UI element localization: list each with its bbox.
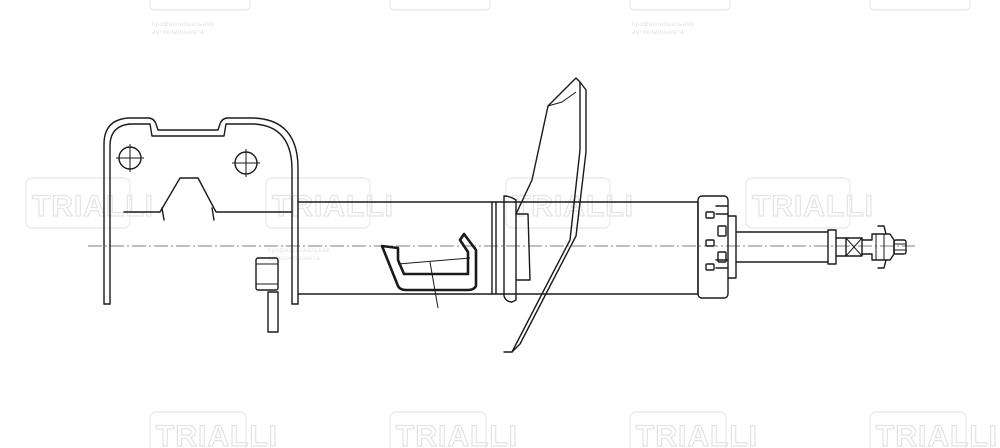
svg-text:TRIALLI: TRIALLI — [156, 420, 278, 448]
svg-text:TRIALLI: TRIALLI — [636, 420, 758, 448]
watermark-mid-4: TRIALLI — [745, 177, 874, 229]
brake-hose-bracket — [380, 232, 478, 309]
watermark-top-3: профессиональная автокомпонента — [629, 0, 731, 36]
svg-text:TRIALLI: TRIALLI — [876, 420, 998, 448]
watermark-top-2 — [389, 0, 491, 11]
svg-text:профессиональная: профессиональная — [152, 22, 214, 28]
bracket-clip — [255, 257, 279, 333]
svg-text:TRIALLI: TRIALLI — [396, 420, 518, 448]
svg-text:автокомпонента: автокомпонента — [632, 30, 684, 36]
watermark-layer: профессиональная автокомпонента професси… — [25, 0, 998, 448]
watermark-bottom-3: TRIALLI — [629, 411, 758, 448]
piston-rod — [735, 229, 847, 265]
spring-seat — [503, 77, 587, 353]
svg-text:TRIALLI: TRIALLI — [32, 190, 154, 223]
watermark-mid-3: TRIALLI — [505, 177, 634, 229]
bolt-hole-left — [116, 144, 144, 172]
watermark-top-1: профессиональная автокомпонента — [149, 0, 251, 36]
watermark-top-4 — [869, 0, 971, 11]
strut-body-tube — [297, 201, 699, 295]
svg-text:TRIALLI: TRIALLI — [752, 190, 874, 223]
watermark-bottom-2: TRIALLI — [389, 411, 518, 448]
watermark-bottom-4: TRIALLI — [869, 411, 998, 448]
strut-upper-cap — [697, 195, 737, 299]
svg-text:профессиональная: профессиональная — [632, 22, 694, 28]
knuckle-bracket — [103, 117, 299, 333]
watermark-bottom-1: TRIALLI — [149, 411, 278, 448]
svg-text:профессиональная: профессиональная — [268, 248, 330, 254]
svg-text:автокомпонента: автокомпонента — [152, 30, 204, 36]
svg-text:TRIALLI: TRIALLI — [272, 190, 394, 223]
rod-end-fitting — [845, 225, 907, 269]
svg-text:автокомпонента: автокомпонента — [268, 256, 320, 262]
watermark-mid-1: TRIALLI — [25, 177, 154, 229]
bolt-hole-right — [232, 149, 260, 177]
watermark-mid-2: TRIALLI профессиональная автокомпонента — [265, 177, 394, 262]
